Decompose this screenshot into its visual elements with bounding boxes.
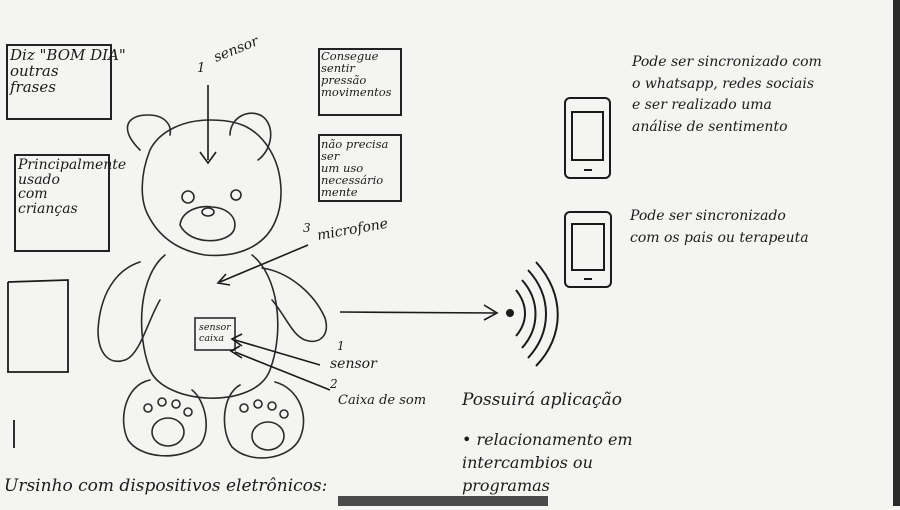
note-box-not-necessary (318, 134, 402, 202)
bottom-caption: Ursinho com dispositivos eletrônicos: (4, 476, 328, 496)
note-right-mid: Pode ser sincronizado com os pais ou ter… (630, 208, 809, 246)
bear-left-eye (181, 190, 195, 204)
note-bullet: • relacionamento em intercambios ou prog… (462, 430, 633, 496)
bear-left-ear (126, 114, 172, 151)
tablet-icon (564, 211, 612, 288)
teddy-bear-icon (97, 112, 327, 459)
bear-left-arm (97, 261, 161, 362)
bottom-overlay-bar (338, 496, 548, 506)
bear-right-ear (229, 112, 272, 161)
bear-right-arm (261, 267, 327, 342)
note-feel-pressure: Consegue sentir pressão movimentos (321, 49, 392, 100)
bear-snout (179, 205, 236, 242)
scroll-edge (893, 0, 900, 506)
note-app: Possuirá aplicação (462, 390, 622, 410)
note-mid-left: Principalmente usado com crianças (18, 157, 127, 218)
bear-left-leg (122, 379, 207, 457)
sensor-bottom-label: sensor (330, 356, 378, 372)
note-box-feel-pressure (318, 48, 402, 116)
bear-right-eye (230, 189, 242, 201)
note-box-top-left (6, 44, 112, 120)
num1-top: 1 (197, 61, 205, 76)
bear-right-leg (223, 381, 305, 459)
num2-label: 2 (329, 377, 338, 391)
belly-tag-text: sensor caixa (199, 322, 231, 345)
bear-body (140, 254, 279, 399)
bear-head (141, 119, 282, 257)
pointer-lines (199, 85, 499, 391)
sensor-top-label: sensor (212, 33, 263, 66)
note-not-necessary: não precisa ser um uso necessário mente (321, 137, 389, 200)
belly-device-tag (194, 317, 236, 351)
phone-icon (564, 97, 611, 179)
caixa-som-label: Caixa de som (338, 393, 426, 408)
signal-waves-icon (506, 261, 559, 367)
microfone-label: microfone (316, 216, 389, 244)
note-top-left: Diz "BOM DIA" outras frases (10, 46, 126, 96)
bear-nose (201, 207, 215, 217)
num1-bottom: 1 (337, 339, 345, 353)
num3-label: 3 (303, 221, 311, 235)
note-right-top: Pode ser sincronizado com o whatsapp, re… (632, 54, 822, 136)
note-box-mid-left (14, 154, 110, 252)
margin-marks (7, 279, 69, 448)
